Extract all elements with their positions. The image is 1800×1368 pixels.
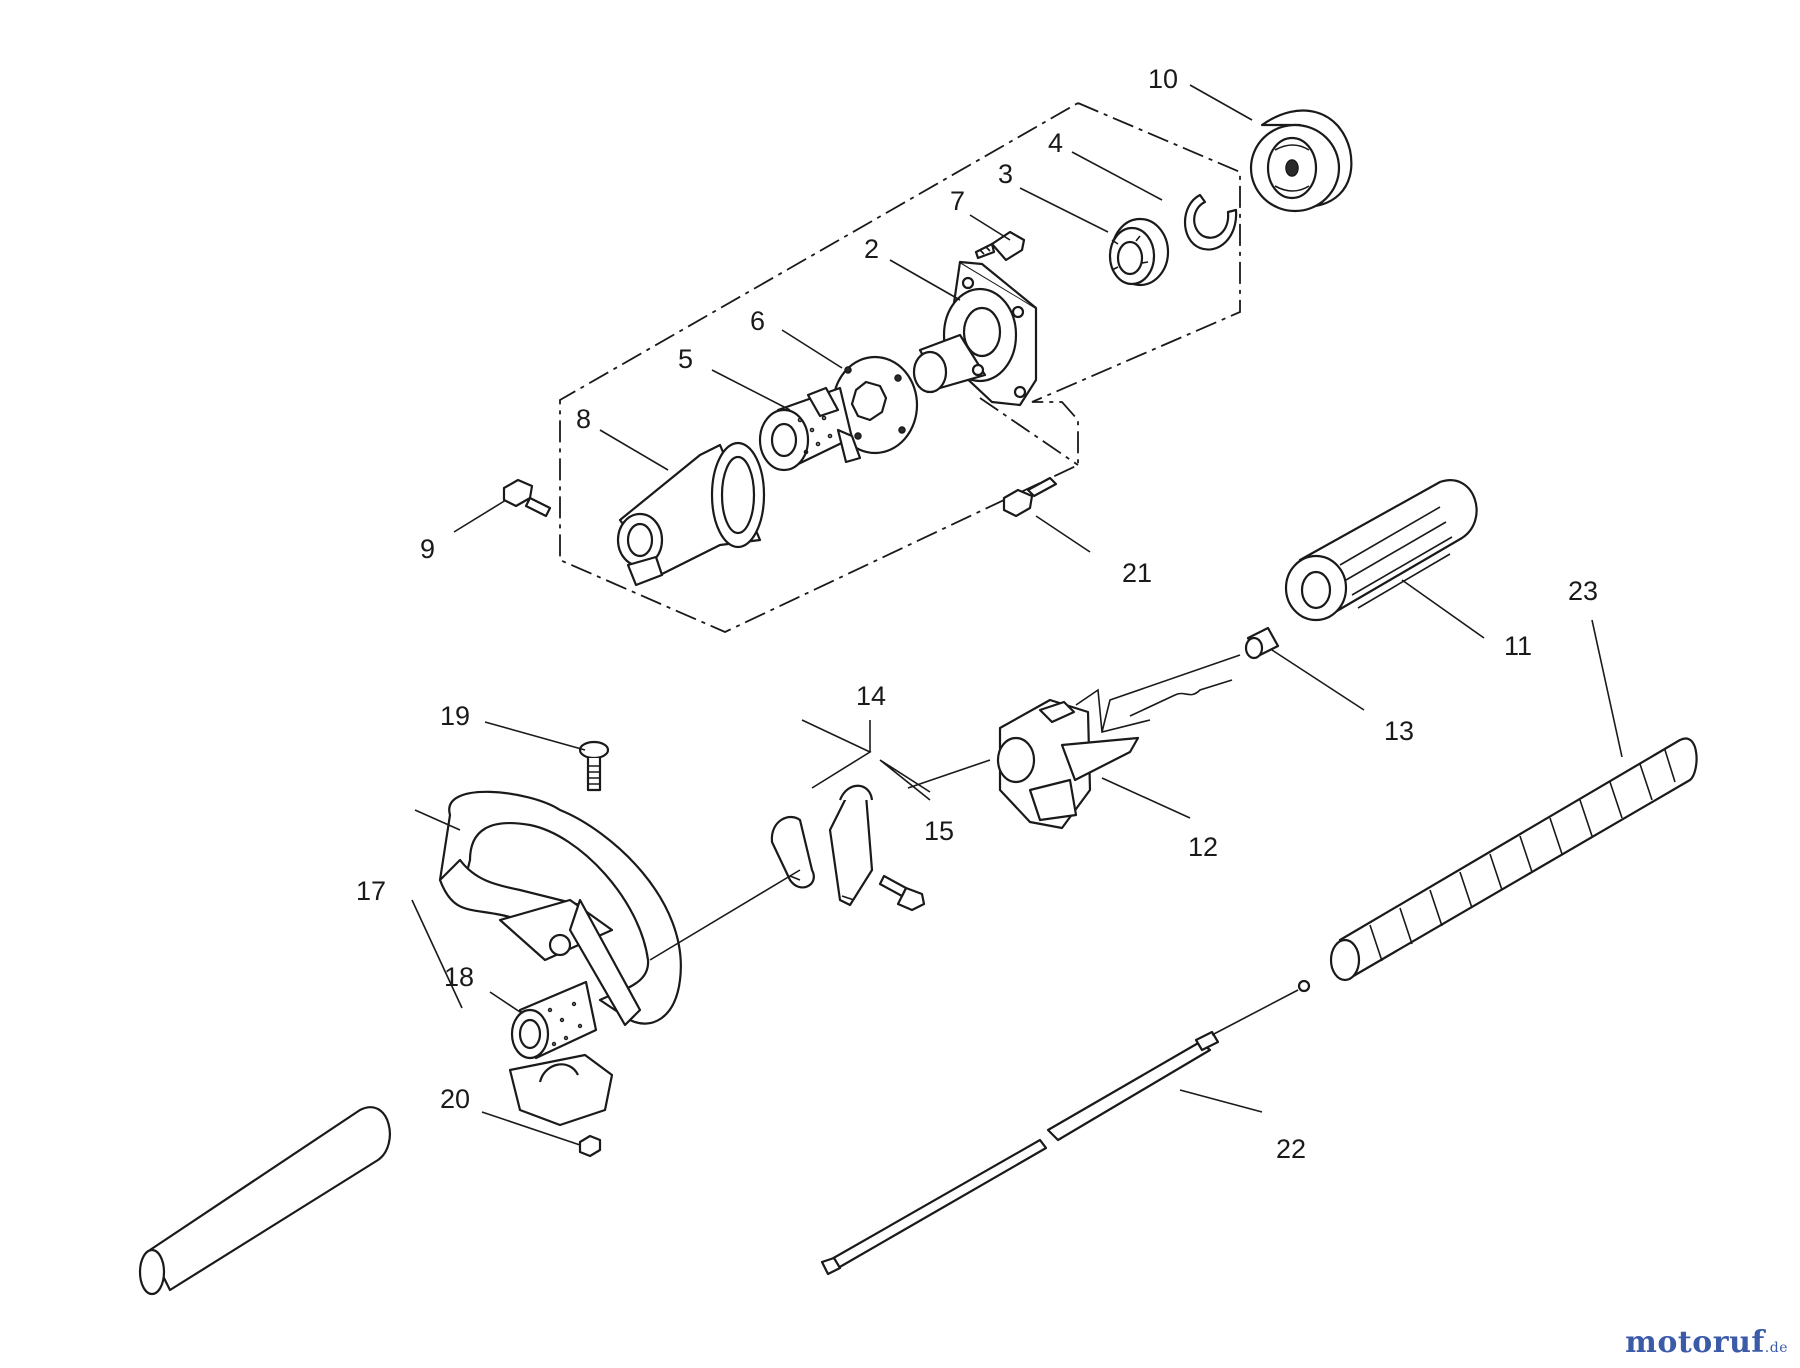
washer-plate <box>831 355 919 455</box>
bearing-housing <box>912 260 1038 407</box>
callout-12: 12 <box>1188 832 1218 862</box>
callout-3: 3 <box>998 159 1013 189</box>
callout-19: 19 <box>440 701 470 731</box>
clamp-bracket <box>770 784 874 907</box>
callout-10: 10 <box>1148 64 1178 94</box>
assembly-frame <box>559 102 1241 633</box>
callout-14: 14 <box>856 681 886 711</box>
handle-sleeve <box>510 980 598 1060</box>
callout-15: 15 <box>924 816 954 846</box>
bolt-nine <box>502 478 552 518</box>
callout-8: 8 <box>576 404 591 434</box>
bearing <box>1108 217 1170 287</box>
callout-17: 17 <box>356 876 386 906</box>
watermark-tld: .de <box>1764 1340 1788 1356</box>
leader-lines <box>411 84 1623 1146</box>
front-handle <box>438 790 682 1027</box>
throttle-housing <box>996 654 1241 830</box>
callout-4: 4 <box>1048 128 1063 158</box>
callout-6: 6 <box>750 306 765 336</box>
callout-22: 22 <box>1276 1134 1306 1164</box>
bolt-twenty-one <box>1002 476 1058 518</box>
callout-23: 23 <box>1568 576 1598 606</box>
screw-fifteen <box>878 874 926 912</box>
watermark-text: motoruf <box>1625 1325 1765 1360</box>
callout-5: 5 <box>678 344 693 374</box>
callout-labels: 10 4 3 7 2 6 5 8 9 21 23 11 13 14 19 15 … <box>356 64 1598 1164</box>
screw-nineteen <box>578 740 610 792</box>
callout-9: 9 <box>420 534 435 564</box>
callout-11: 11 <box>1504 631 1532 661</box>
spacer <box>1244 626 1280 660</box>
snap-ring <box>1184 193 1238 251</box>
clutch-drum <box>1249 109 1353 213</box>
callout-2: 2 <box>864 234 879 264</box>
throttle-cable <box>820 979 1311 1276</box>
throttle-grip <box>1284 479 1478 622</box>
shaft-tube <box>138 1106 391 1296</box>
lower-clamp <box>508 1053 614 1158</box>
screw-small <box>974 230 1026 262</box>
callout-20: 20 <box>440 1084 470 1114</box>
callout-7: 7 <box>950 186 965 216</box>
cone-housing <box>616 441 766 587</box>
coupling <box>758 386 862 472</box>
corrugated-tube <box>1329 737 1698 982</box>
callout-18: 18 <box>444 962 474 992</box>
callout-21: 21 <box>1122 558 1152 588</box>
site-watermark: motoruf.de <box>1625 1325 1788 1360</box>
callout-13: 13 <box>1384 716 1414 746</box>
